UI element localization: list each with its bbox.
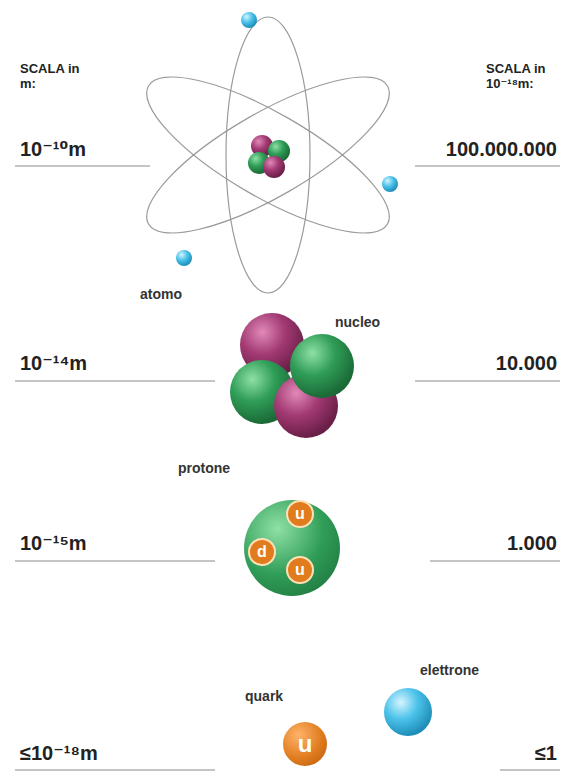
orbit xyxy=(127,50,408,261)
scale-heading: SCALA in m: xyxy=(20,62,82,92)
quark-letter: u xyxy=(295,562,305,578)
nucleon xyxy=(290,334,354,398)
scale-line xyxy=(430,561,560,562)
orbit xyxy=(226,17,310,293)
electron-sphere xyxy=(384,688,432,736)
nucleon xyxy=(263,156,285,178)
scale-heading: SCALA in 10⁻¹⁸m: xyxy=(486,62,570,92)
electron-dot xyxy=(382,176,398,192)
atom-nucleus xyxy=(248,135,290,178)
scale-line xyxy=(500,770,560,771)
scale-value: 1.000 xyxy=(507,532,557,555)
scale-value: 10⁻¹⁵m xyxy=(20,532,87,555)
proton-circle: protoneudu xyxy=(244,500,340,596)
electron-dot xyxy=(241,12,257,28)
part-name: elettrone xyxy=(420,662,479,678)
scale-line xyxy=(15,561,215,562)
part-name: quark xyxy=(245,688,283,704)
scale-line xyxy=(15,166,150,167)
scale-line xyxy=(15,381,215,382)
quark-circle: quarku xyxy=(283,722,327,766)
orbit xyxy=(127,50,408,261)
scale-line xyxy=(15,770,215,771)
quark-circle: u xyxy=(286,500,314,528)
scale-value: ≤1 xyxy=(535,742,557,765)
part-name: atomo xyxy=(140,286,182,302)
quark-letter: u xyxy=(295,506,305,522)
quark-letter: u xyxy=(298,732,313,756)
scale-value: ≤10⁻¹⁸m xyxy=(20,742,98,765)
scale-value: 10⁻¹⁴m xyxy=(20,352,87,375)
quark-letter: d xyxy=(257,544,267,560)
nucleus xyxy=(230,313,354,438)
scale-line xyxy=(415,381,560,382)
part-name: nucleo xyxy=(335,314,380,330)
quark-circle: d xyxy=(248,538,276,566)
electron-dot xyxy=(176,250,192,266)
scale-lines xyxy=(15,166,560,770)
scale-value: 10.000 xyxy=(496,352,557,375)
scale-value: 100.000.000 xyxy=(446,138,557,161)
quark-circle: u xyxy=(286,556,314,584)
part-name: protone xyxy=(178,460,230,476)
orbits xyxy=(127,17,408,293)
scale-value: 10⁻¹⁰m xyxy=(20,138,86,161)
scale-line xyxy=(415,166,560,167)
